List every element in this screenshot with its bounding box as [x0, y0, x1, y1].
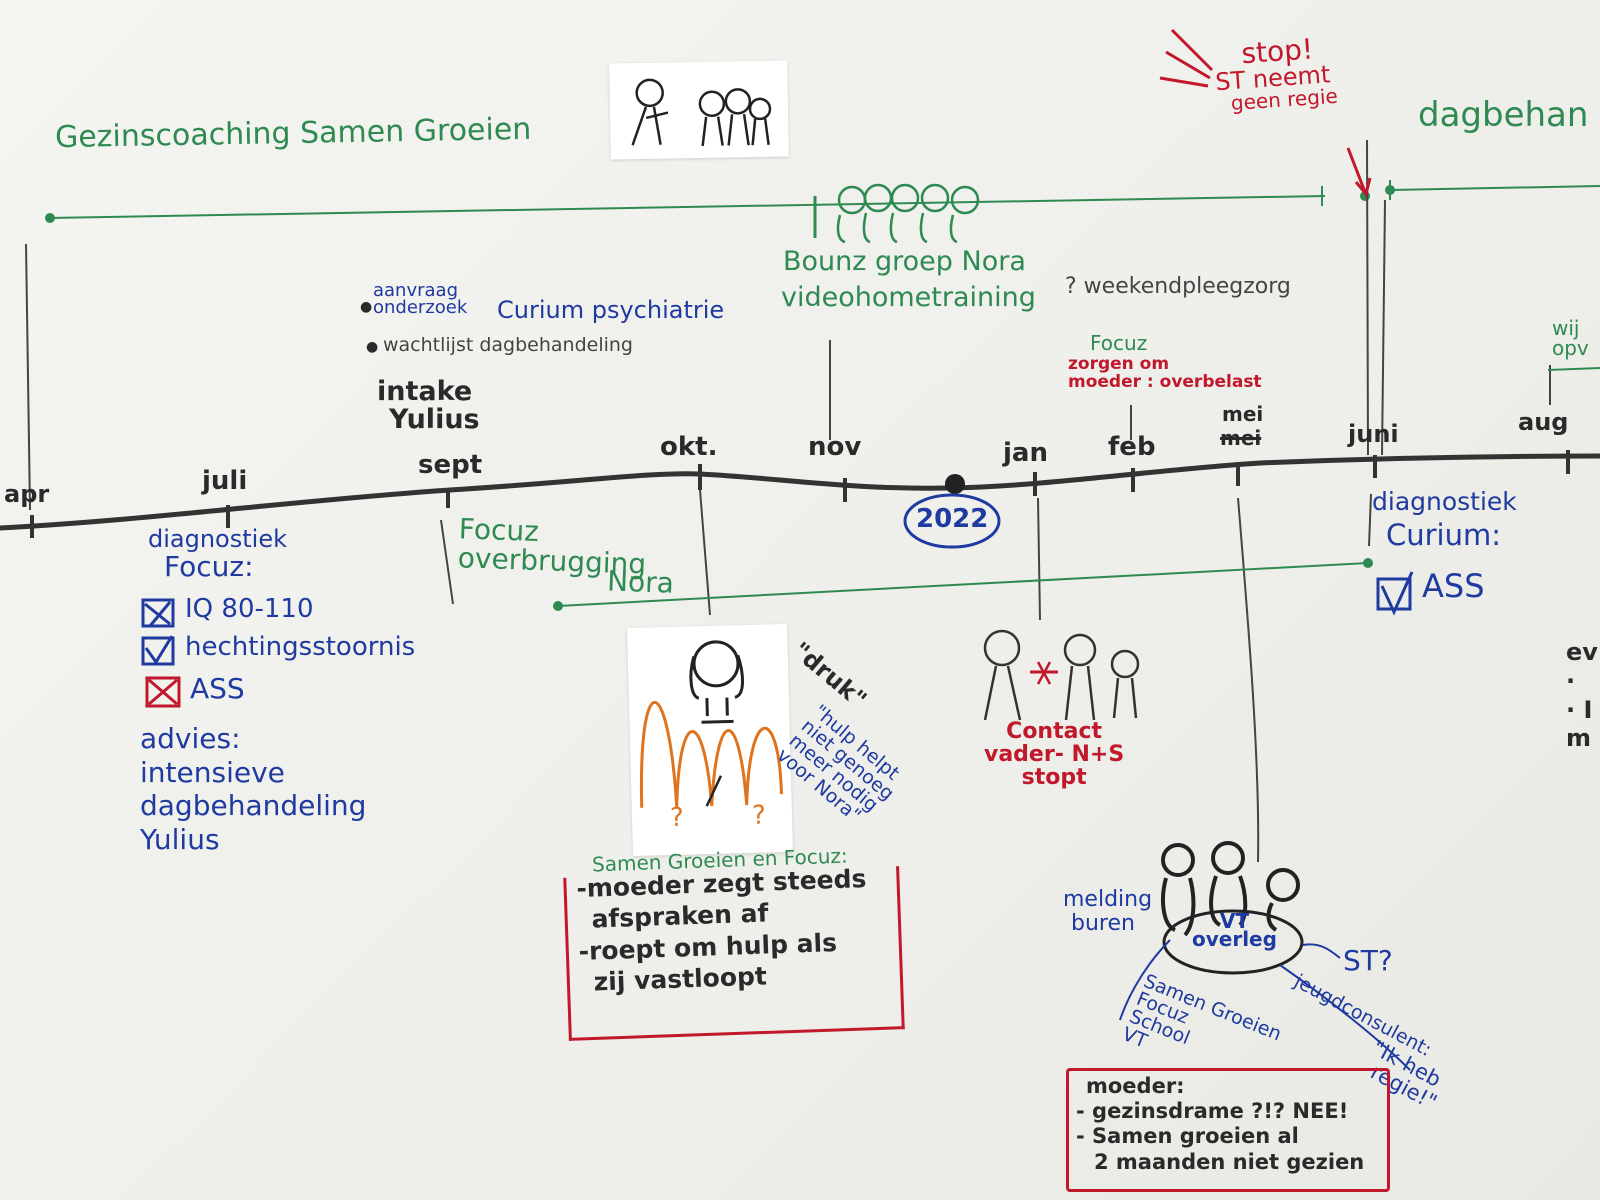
year-ellipse	[903, 493, 1001, 549]
bullet-dot: ●	[366, 339, 379, 355]
diagnostiek-focuz: diagnostiek Focuz:	[148, 525, 287, 584]
aanvraag-onderzoek: aanvraag onderzoek	[373, 280, 468, 319]
month-mei: mei	[1222, 402, 1264, 426]
month-juli: juli	[202, 466, 248, 496]
curium-psychiatrie: Curium psychiatrie	[497, 296, 725, 324]
year-2022: 2022	[916, 504, 989, 534]
family-card	[609, 60, 789, 160]
melding-buren: melding buren	[1063, 887, 1153, 937]
year-marker-dot	[945, 474, 965, 494]
bullet-dot: ●	[360, 299, 373, 315]
month-okt: okt.	[660, 432, 718, 462]
diagnostiek-curium: diagnostiek Curium:	[1372, 487, 1517, 553]
edge-right-notes: ev · · I m	[1566, 638, 1598, 753]
month-nov: nov	[808, 432, 862, 462]
month-ticks	[30, 450, 1570, 538]
advies-block: advies: intensieve dagbehandeling Yulius	[140, 722, 367, 856]
month-mei-struck: mei	[1220, 426, 1262, 450]
nora-sketch	[639, 640, 783, 808]
wachtlijst: wachtlijst dagbehandeling	[383, 334, 633, 356]
bounz-group: Bounz groep Nora	[783, 246, 1026, 277]
videohometraining: videohometraining	[781, 282, 1036, 313]
month-sept: sept	[418, 450, 483, 480]
nora-card: ? ?	[627, 623, 793, 857]
drukte-wave	[639, 700, 783, 808]
question-mark-2: ?	[751, 800, 767, 831]
weekendpleegzorg: ? weekendpleegzorg	[1065, 274, 1291, 299]
moeder-notes: moeder: - gezinsdrame ?!? NEE! - Samen g…	[1076, 1074, 1365, 1174]
main-timeline-line	[0, 453, 1600, 531]
samen-focuz-items: -moeder zegt steeds afspraken af -roept …	[575, 863, 867, 997]
check-ass: ASS	[190, 672, 245, 705]
right-title: dagbehan	[1418, 95, 1589, 135]
focuz-above: Focuz	[1090, 331, 1148, 355]
programme-title: Gezinscoaching Samen Groeien	[54, 111, 532, 156]
month-jan: jan	[1003, 438, 1048, 468]
wij-opv: wij opv	[1552, 316, 1589, 360]
focuz-overbrugging: Focuz overbrugging Nora	[457, 512, 675, 600]
month-juni: juni	[1348, 420, 1399, 448]
check-hechting: hechtingsstoornis	[185, 632, 416, 662]
month-aug: aug	[1518, 408, 1569, 436]
zorgen-moeder: zorgen om moeder : overbelast	[1068, 354, 1262, 392]
month-apr: apr	[4, 480, 50, 508]
moeder-box	[1066, 1068, 1390, 1192]
question-mark-1: ?	[669, 802, 685, 834]
contact-vader: Contact vader- N+S stopt	[984, 719, 1125, 791]
st-question: ST?	[1343, 944, 1393, 977]
stop-note: stop! ST neemt geen regie	[1214, 32, 1339, 116]
month-feb: feb	[1108, 432, 1156, 462]
intake-yulius: intake Yulius	[377, 376, 480, 436]
curium-ass: ASS	[1422, 567, 1485, 605]
family-sketch	[631, 78, 772, 147]
check-iq: IQ 80-110	[185, 594, 314, 624]
vt-overleg: VT overleg	[1192, 909, 1277, 951]
